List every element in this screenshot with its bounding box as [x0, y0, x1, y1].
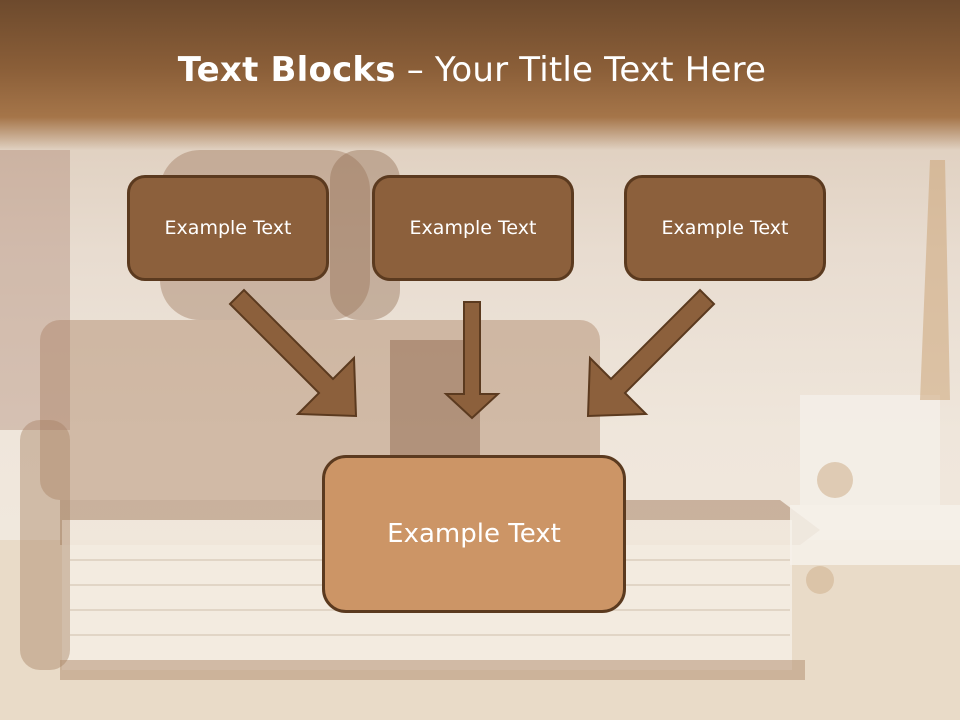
arrow-center — [443, 301, 501, 420]
header-band — [0, 0, 960, 150]
arrow-right — [586, 288, 716, 418]
text-block-1[interactable]: Example Text — [127, 175, 329, 281]
slide-title: Text Blocks – Your Title Text Here — [0, 50, 944, 90]
text-block-3[interactable]: Example Text — [624, 175, 826, 281]
text-block-1-label: Example Text — [164, 217, 292, 239]
title-separator: – — [395, 50, 435, 90]
title-bold: Text Blocks — [177, 50, 396, 90]
arrow-left — [228, 288, 358, 418]
text-block-2[interactable]: Example Text — [372, 175, 574, 281]
text-block-2-label: Example Text — [409, 217, 537, 239]
title-rest: Your Title Text Here — [434, 50, 767, 90]
text-block-3-label: Example Text — [661, 217, 789, 239]
result-block-label: Example Text — [387, 519, 561, 549]
result-block[interactable]: Example Text — [322, 455, 626, 613]
